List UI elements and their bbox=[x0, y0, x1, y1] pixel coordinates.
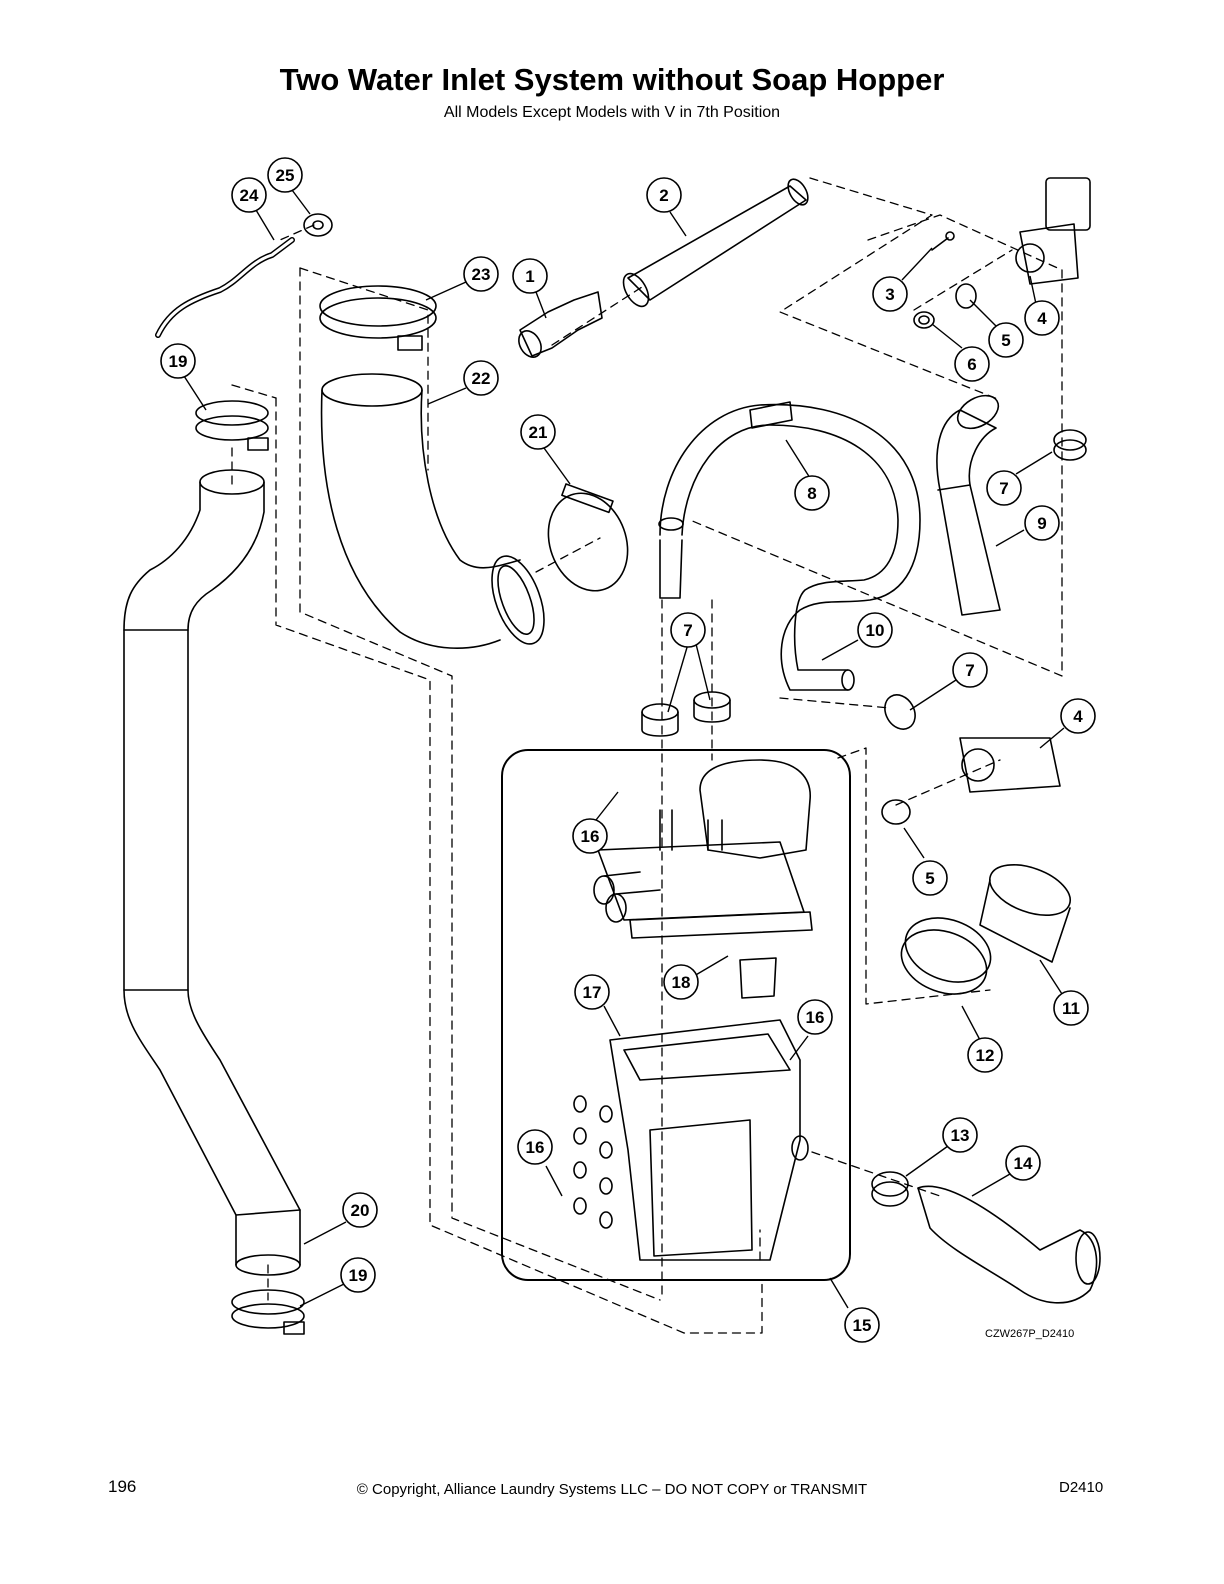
callout-2: 2 bbox=[646, 177, 682, 213]
callout-23: 23 bbox=[463, 256, 499, 292]
callout-24: 24 bbox=[231, 177, 267, 213]
svg-text:16: 16 bbox=[526, 1138, 545, 1157]
svg-text:5: 5 bbox=[1001, 331, 1010, 350]
page-subtitle: All Models Except Models with V in 7th P… bbox=[443, 104, 781, 121]
leader-lines bbox=[183, 189, 1065, 1309]
svg-text:15: 15 bbox=[853, 1316, 872, 1335]
svg-text:7: 7 bbox=[999, 479, 1008, 498]
svg-text:24: 24 bbox=[240, 186, 259, 205]
callout-7-a: 7 bbox=[986, 470, 1022, 506]
svg-text:25: 25 bbox=[276, 166, 295, 185]
svg-text:16: 16 bbox=[581, 827, 600, 846]
svg-text:12: 12 bbox=[976, 1046, 995, 1065]
svg-text:3: 3 bbox=[885, 285, 894, 304]
callout-8: 8 bbox=[794, 475, 830, 511]
callout-5-upper: 5 bbox=[988, 322, 1024, 358]
svg-text:19: 19 bbox=[169, 352, 188, 371]
drawing-code: CZW267P_D2410 bbox=[985, 1328, 1075, 1340]
svg-text:7: 7 bbox=[683, 621, 692, 640]
callout-13: 13 bbox=[942, 1117, 978, 1153]
callout-6: 6 bbox=[954, 346, 990, 382]
callout-16-right: 16 bbox=[797, 999, 833, 1035]
svg-text:5: 5 bbox=[925, 869, 934, 888]
callout-10: 10 bbox=[857, 612, 893, 648]
svg-text:8: 8 bbox=[807, 484, 816, 503]
page-title: Two Water Inlet System without Soap Hopp… bbox=[279, 62, 945, 97]
svg-text:9: 9 bbox=[1037, 514, 1046, 533]
callout-19-lower: 19 bbox=[340, 1257, 376, 1293]
callout-5-lower: 5 bbox=[912, 860, 948, 896]
svg-text:13: 13 bbox=[951, 1126, 970, 1145]
callout-9: 9 bbox=[1024, 505, 1060, 541]
svg-text:10: 10 bbox=[866, 621, 885, 640]
callout-3: 3 bbox=[872, 276, 908, 312]
callout-20: 20 bbox=[342, 1192, 378, 1228]
callout-4-lower: 4 bbox=[1060, 698, 1096, 734]
callouts: 1 2 3 4 4 5 5 6 7 7 7 8 9 10 11 12 13 14… bbox=[160, 157, 1096, 1343]
callout-4-upper: 4 bbox=[1024, 300, 1060, 336]
callout-15: 15 bbox=[844, 1307, 880, 1343]
callout-19-upper: 19 bbox=[160, 343, 196, 379]
svg-text:22: 22 bbox=[472, 369, 491, 388]
document-code: D2410 bbox=[1059, 1479, 1104, 1496]
svg-text:14: 14 bbox=[1014, 1154, 1033, 1173]
callout-17: 17 bbox=[574, 974, 610, 1010]
callout-14: 14 bbox=[1005, 1145, 1041, 1181]
callout-11: 11 bbox=[1053, 990, 1089, 1026]
svg-text:20: 20 bbox=[351, 1201, 370, 1220]
svg-text:2: 2 bbox=[659, 186, 668, 205]
callout-1: 1 bbox=[512, 258, 548, 294]
svg-text:6: 6 bbox=[967, 355, 976, 374]
page-number: 196 bbox=[108, 1477, 137, 1496]
svg-text:18: 18 bbox=[672, 973, 691, 992]
dispenser-ports bbox=[573, 1095, 613, 1229]
callout-18: 18 bbox=[663, 964, 699, 1000]
callout-16-lower: 16 bbox=[517, 1129, 553, 1165]
callout-7-c: 7 bbox=[952, 652, 988, 688]
callout-21: 21 bbox=[520, 414, 556, 450]
callout-22: 22 bbox=[463, 360, 499, 396]
svg-text:23: 23 bbox=[472, 265, 491, 284]
callout-7-b: 7 bbox=[670, 612, 706, 648]
svg-text:17: 17 bbox=[583, 983, 602, 1002]
svg-text:21: 21 bbox=[529, 423, 548, 442]
svg-text:4: 4 bbox=[1073, 707, 1083, 726]
assembly-lines bbox=[231, 177, 1063, 1334]
callout-12: 12 bbox=[967, 1037, 1003, 1073]
svg-text:19: 19 bbox=[349, 1266, 368, 1285]
callout-16-upper: 16 bbox=[572, 818, 608, 854]
svg-text:4: 4 bbox=[1037, 309, 1047, 328]
svg-text:7: 7 bbox=[965, 661, 974, 680]
copyright-notice: © Copyright, Alliance Laundry Systems LL… bbox=[356, 1481, 868, 1498]
callout-25: 25 bbox=[267, 157, 303, 193]
svg-text:16: 16 bbox=[806, 1008, 825, 1027]
svg-text:1: 1 bbox=[525, 267, 534, 286]
svg-text:11: 11 bbox=[1062, 999, 1080, 1018]
